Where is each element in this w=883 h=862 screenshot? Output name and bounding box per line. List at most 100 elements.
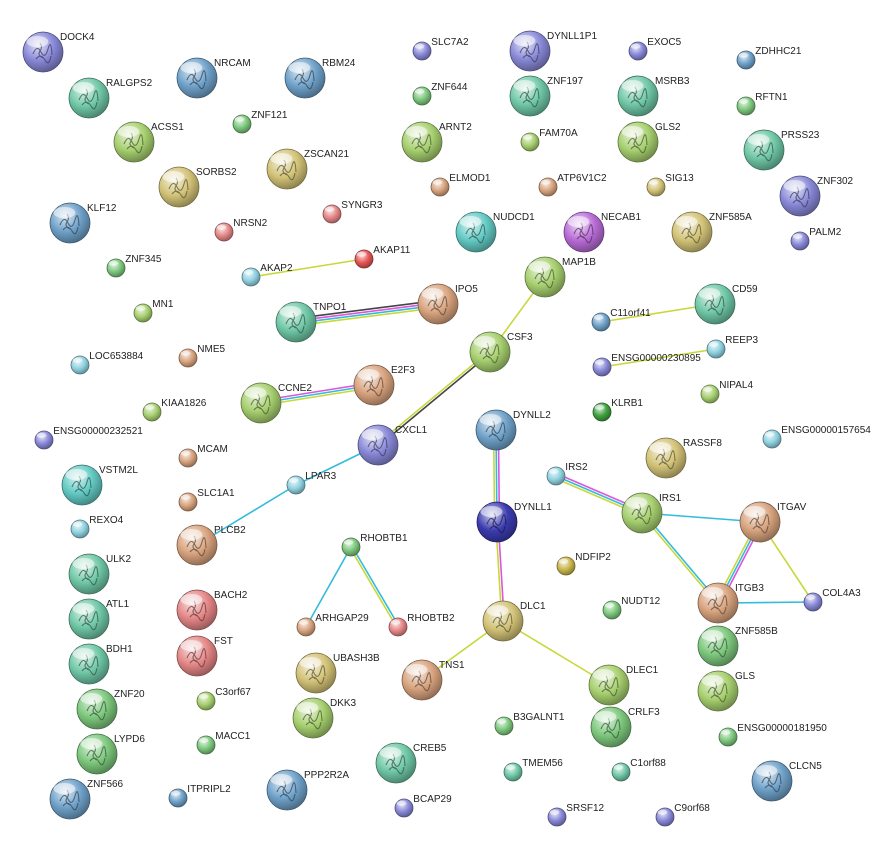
node-acss1[interactable]: ACSS1 xyxy=(113,121,184,163)
node-ipo5[interactable]: IPO5 xyxy=(417,283,478,325)
node-sorbs2[interactable]: SORBS2 xyxy=(158,166,237,208)
node-ulk2[interactable]: ULK2 xyxy=(68,553,131,595)
node-necab1[interactable]: NECAB1 xyxy=(563,211,641,253)
node-nme5[interactable]: NME5 xyxy=(178,344,226,368)
node-syngr3[interactable]: SYNGR3 xyxy=(322,200,383,224)
node-klrb1[interactable]: KLRB1 xyxy=(592,398,643,422)
node-cd59[interactable]: CD59 xyxy=(694,283,758,325)
node-c9orf68[interactable]: C9orf68 xyxy=(655,803,710,827)
node-arnt2[interactable]: ARNT2 xyxy=(401,121,472,163)
node-fst[interactable]: FST xyxy=(176,635,233,677)
edge-dlc1-dlec1[interactable] xyxy=(502,620,610,686)
node-znf20[interactable]: ZNF20 xyxy=(76,688,145,730)
node-akap2[interactable]: AKAP2 xyxy=(241,263,293,287)
node-nudcd1[interactable]: NUDCD1 xyxy=(455,211,535,253)
edge-rhobtb1-arhgap29[interactable] xyxy=(305,546,352,628)
node-c3orf67[interactable]: C3orf67 xyxy=(196,687,251,711)
node-dock4[interactable]: DOCK4 xyxy=(22,31,95,73)
node-atp6v1c2[interactable]: ATP6V1C2 xyxy=(538,173,607,197)
node-prss23[interactable]: PRSS23 xyxy=(743,129,820,171)
node-tns1[interactable]: TNS1 xyxy=(401,659,465,701)
node-rbm24[interactable]: RBM24 xyxy=(284,57,356,99)
node-gls[interactable]: GLS xyxy=(697,670,755,712)
node-znf197[interactable]: ZNF197 xyxy=(509,75,584,117)
node-dlc1[interactable]: DLC1 xyxy=(482,600,546,642)
node-atl1[interactable]: ATL1 xyxy=(68,598,130,640)
node-creb5[interactable]: CREB5 xyxy=(375,742,447,784)
node-dynll1[interactable]: DYNLL1 xyxy=(476,501,552,543)
node-vstm2l[interactable]: VSTM2L xyxy=(61,464,138,506)
node-e2f3[interactable]: E2F3 xyxy=(353,364,415,406)
edge-akap2-akap11[interactable] xyxy=(250,258,365,278)
node-znf345[interactable]: ZNF345 xyxy=(106,254,162,278)
node-rhobtb1[interactable]: RHOBTB1 xyxy=(341,533,408,557)
node-lpar3[interactable]: LPAR3 xyxy=(286,471,337,495)
node-srsf12[interactable]: SRSF12 xyxy=(547,803,605,827)
node-slc7a2[interactable]: SLC7A2 xyxy=(412,37,469,61)
node-clcn5[interactable]: CLCN5 xyxy=(751,760,822,802)
node-dynll1p1[interactable]: DYNLL1P1 xyxy=(509,30,597,72)
node-rhobtb2[interactable]: RHOBTB2 xyxy=(388,613,455,637)
edge-ensg00000230895-reep3[interactable] xyxy=(601,348,717,368)
node-kiaa1826[interactable]: KIAA1826 xyxy=(142,398,207,422)
node-palm2[interactable]: PALM2 xyxy=(790,227,842,251)
node-nudt12[interactable]: NUDT12 xyxy=(602,596,661,620)
node-tmem56[interactable]: TMEM56 xyxy=(503,758,563,782)
node-map1b[interactable]: MAP1B xyxy=(524,256,596,298)
edge-tnpo1-ipo5[interactable] xyxy=(295,299,439,327)
node-irs1[interactable]: IRS1 xyxy=(621,492,682,534)
node-macc1[interactable]: MACC1 xyxy=(196,731,251,755)
node-exoc5[interactable]: EXOC5 xyxy=(628,37,682,61)
edge-csf3-cxcl1[interactable] xyxy=(376,350,492,447)
node-klf12[interactable]: KLF12 xyxy=(49,202,117,244)
node-arhgap29[interactable]: ARHGAP29 xyxy=(296,613,369,637)
node-ensg00000181950[interactable]: ENSG00000181950 xyxy=(718,723,827,747)
node-znf121[interactable]: ZNF121 xyxy=(232,110,288,134)
node-sig13[interactable]: SIG13 xyxy=(646,173,694,197)
node-bdh1[interactable]: BDH1 xyxy=(68,643,133,685)
node-itgav[interactable]: ITGAV xyxy=(739,501,807,543)
node-itpripl2[interactable]: ITPRIPL2 xyxy=(168,784,231,808)
node-plcb2[interactable]: PLCB2 xyxy=(176,524,246,566)
node-dkk3[interactable]: DKK3 xyxy=(292,697,357,739)
node-mn1[interactable]: MN1 xyxy=(133,299,174,323)
node-ralgps2[interactable]: RALGPS2 xyxy=(68,77,153,119)
node-dlec1[interactable]: DLEC1 xyxy=(588,664,659,706)
node-ensg00000230895[interactable]: ENSG00000230895 xyxy=(592,353,701,377)
node-dynll2[interactable]: DYNLL2 xyxy=(475,409,551,451)
node-ppp2r2a[interactable]: PPP2R2A xyxy=(266,769,349,811)
node-znf566[interactable]: ZNF566 xyxy=(49,778,124,820)
node-rassf8[interactable]: RASSF8 xyxy=(645,437,722,479)
node-slc1a1[interactable]: SLC1A1 xyxy=(178,488,235,512)
node-ubash3b[interactable]: UBASH3B xyxy=(295,652,380,694)
node-c11orf41[interactable]: C11orf41 xyxy=(591,308,651,332)
node-reep3[interactable]: REEP3 xyxy=(706,335,759,359)
node-bach2[interactable]: BACH2 xyxy=(176,589,248,631)
node-elmod1[interactable]: ELMOD1 xyxy=(430,173,491,197)
node-nrsn2[interactable]: NRSN2 xyxy=(214,218,268,242)
node-ensg00000157654[interactable]: ENSG00000157654 xyxy=(762,425,871,449)
node-rftn1[interactable]: RFTN1 xyxy=(736,92,788,116)
node-loc653884[interactable]: LOC653884 xyxy=(70,351,144,375)
node-bcap29[interactable]: BCAP29 xyxy=(394,794,452,818)
node-znf302[interactable]: ZNF302 xyxy=(779,175,854,217)
node-nipal4[interactable]: NIPAL4 xyxy=(700,380,753,404)
node-msrb3[interactable]: MSRB3 xyxy=(617,75,690,117)
node-fam70a[interactable]: FAM70A xyxy=(520,128,578,152)
node-c1orf88[interactable]: C1orf88 xyxy=(611,758,666,782)
node-znf585b[interactable]: ZNF585B xyxy=(697,625,778,667)
node-zdhhc21[interactable]: ZDHHC21 xyxy=(736,46,802,70)
node-nrcam[interactable]: NRCAM xyxy=(176,57,251,99)
node-gls2[interactable]: GLS2 xyxy=(617,121,681,163)
node-crlf3[interactable]: CRLF3 xyxy=(590,706,660,748)
node-col4a3[interactable]: COL4A3 xyxy=(803,588,861,612)
node-cxcl1[interactable]: CXCL1 xyxy=(357,424,428,466)
node-ndfip2[interactable]: NDFIP2 xyxy=(556,552,611,576)
node-itgb3[interactable]: ITGB3 xyxy=(697,582,764,624)
node-zscan21[interactable]: ZSCAN21 xyxy=(266,148,349,190)
node-b3galnt1[interactable]: B3GALNT1 xyxy=(494,712,565,736)
node-csf3[interactable]: CSF3 xyxy=(469,331,533,373)
edge-rhobtb1-rhobtb2[interactable] xyxy=(349,545,400,629)
node-ensg00000232521[interactable]: ENSG00000232521 xyxy=(34,426,143,450)
node-akap11[interactable]: AKAP11 xyxy=(354,245,411,269)
